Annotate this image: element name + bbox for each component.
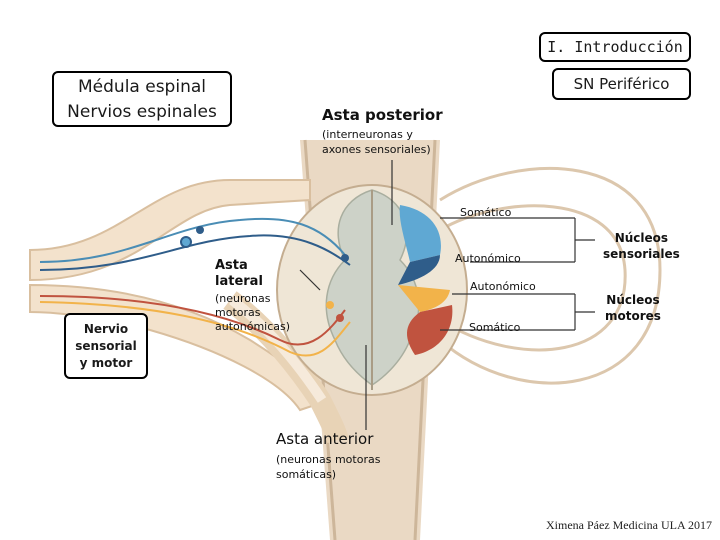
somatico-motor-label: Somático	[469, 321, 521, 334]
asta-lateral-description: (neuronas motoras autonómicas)	[215, 292, 290, 334]
sn-periferico-box: SN Periférico	[552, 68, 691, 100]
nucleos-motores-line-2: motores	[605, 309, 661, 323]
connector-lines	[299, 160, 595, 430]
somatic-motor-region	[406, 305, 453, 355]
nucleos-motores-line-1: Núcleos	[606, 293, 660, 307]
nucleos-motores-label: Núcleos motores	[605, 292, 661, 324]
asta-lateral-line-2: lateral	[215, 274, 263, 289]
nervio-line-2: sensorial	[75, 339, 137, 353]
asta-lateral-desc-line-2: motoras	[215, 306, 261, 319]
nucleos-sensoriales-label: Núcleos sensoriales	[603, 230, 680, 262]
right-nerve-loop	[439, 167, 662, 385]
asta-lateral-line-1: Asta	[215, 258, 248, 273]
author-credit: Ximena Páez Medicina ULA 2017	[546, 518, 712, 532]
nerve-fibers	[39, 217, 351, 357]
asta-lateral-desc-line-3: autonómicas)	[215, 320, 291, 333]
somatic-sensory-region	[399, 205, 441, 262]
asta-anterior-desc-line-2: somáticas)	[276, 468, 337, 481]
asta-anterior-description: (neuronas motoras somáticas)	[276, 452, 380, 482]
asta-posterior-desc-line-2: axones sensoriales)	[322, 143, 431, 156]
autonomic-motor-region	[398, 285, 450, 312]
asta-posterior-desc-line-1: (interneuronas y	[322, 128, 413, 141]
nervio-line-1: Nervio	[83, 322, 129, 336]
autonomico-sensory-label: Autonómico	[455, 252, 521, 265]
asta-anterior-label: Asta anterior	[276, 430, 374, 448]
nucleos-sensoriales-line-1: Núcleos	[614, 231, 669, 245]
autonomico-motor-label: Autonómico	[470, 280, 536, 293]
somatico-sensory-label: Somático	[460, 206, 512, 219]
section-title-box: I. Introducción	[539, 32, 691, 62]
asta-anterior-desc-line-1: (neuronas motoras	[276, 453, 381, 466]
medula-line-2: Nervios espinales	[67, 102, 217, 122]
asta-posterior-label: Asta posterior	[322, 106, 443, 124]
section-title: I. Introducción	[547, 38, 683, 56]
asta-lateral-label: Asta lateral	[215, 258, 263, 290]
medula-espinal-box: Médula espinal Nervios espinales	[52, 71, 232, 127]
autonomic-sensory-region	[398, 255, 440, 285]
spinal-cross-section	[276, 184, 468, 396]
sn-periferico-label: SN Periférico	[573, 75, 670, 93]
nervio-sensorial-motor-box: Nervio sensorial y motor	[64, 313, 148, 379]
asta-lateral-desc-line-1: (neuronas	[215, 292, 271, 305]
nervio-line-3: y motor	[79, 356, 133, 370]
asta-posterior-description: (interneuronas y axones sensoriales)	[322, 127, 431, 157]
nucleos-sensoriales-line-2: sensoriales	[603, 247, 680, 261]
medula-line-1: Médula espinal	[78, 77, 206, 97]
